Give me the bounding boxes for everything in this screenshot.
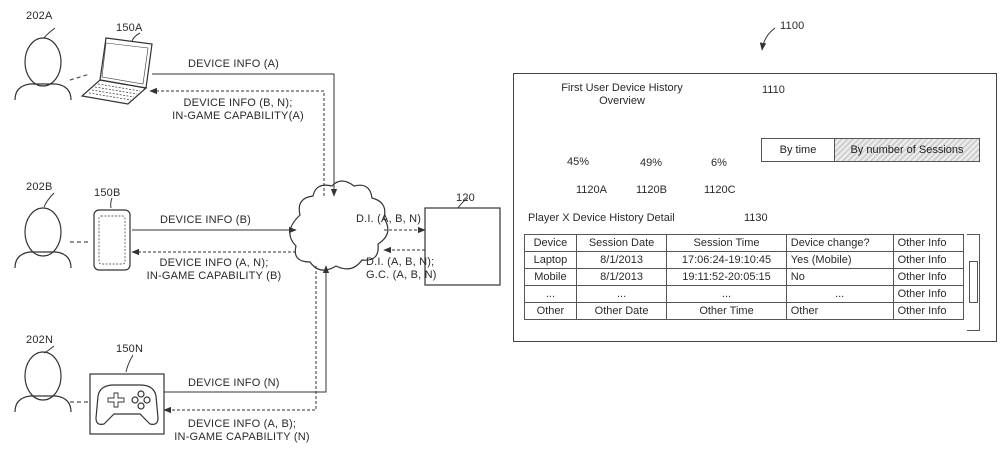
table-cell: No [785,268,894,286]
device-150a-label: 150A [116,22,143,34]
table-row[interactable]: Mobile 8/1/2013 19:11:52-20:05:15 No Oth… [524,268,965,286]
device-150b-label: 150B [94,187,121,199]
by-time-toggle[interactable]: By time [762,139,835,161]
user-202a-label: 202A [26,10,53,22]
column-header: Device [524,234,577,252]
table-cell: Other Info [892,302,965,320]
table-cell: 8/1/2013 [575,268,668,286]
arrow-device-info-ab [163,266,317,414]
label-device-info-ab: DEVICE INFO (A, B); [187,418,297,430]
detail-ref: 1130 [744,212,768,224]
device-history-table: Device Session Date Session Time Device … [524,234,965,320]
overview-title-line2: Overview [599,95,645,107]
label-in-game-capability-n: IN-GAME CAPABILITY (N) [174,431,310,443]
table-cell: ... [785,285,894,303]
label-gc-from-server: G.C. (A, B, N) [366,269,437,281]
label-device-info-an: DEVICE INFO (A, N); [159,257,269,269]
gamepad-ref: 1120C [704,184,736,196]
label-device-info-b: DEVICE INFO (B) [160,214,252,226]
column-header: Session Date [575,234,668,252]
table-cell: 8/1/2013 [575,251,668,269]
by-sessions-toggle[interactable]: By number of Sessions [835,139,979,161]
table-cell: Other Info [892,285,965,303]
user-202b-label: 202B [26,181,53,193]
label-di-from-server: D.I. (A, B, N); [366,256,435,268]
server-label: 120 [456,192,475,204]
table-scrollbar[interactable] [967,234,980,331]
device-150n-label: 150N [116,343,144,355]
table-row[interactable]: ... ... ... ... Other Info [524,285,965,303]
mobile-percent: 49% [639,157,663,169]
table-cell: 17:06:24-19:10:45 [666,251,787,269]
figure-number: 1100 [780,20,805,32]
label-device-info-a: DEVICE INFO (A) [188,58,280,70]
table-row[interactable]: Laptop 8/1/2013 17:06:24-19:10:45 Yes (M… [524,251,965,269]
table-cell: ... [666,285,787,303]
column-header: Other Info [892,234,965,252]
column-header: Device change? [785,234,894,252]
table-cell: 19:11:52-20:05:15 [666,268,787,286]
table-cell: Other Time [666,302,787,320]
laptop-percent: 45% [566,156,590,168]
arrow-device-info-a [152,73,338,197]
gamepad-150n-icon [89,373,165,435]
server-120-box [424,207,501,286]
table-cell: ... [575,285,668,303]
table-cell: Yes (Mobile) [785,251,894,269]
user-202a-figure [14,37,72,101]
label-in-game-capability-b: IN-GAME CAPABILITY (B) [146,270,282,282]
table-cell: Other [785,302,894,320]
table-cell: Other Info [892,251,965,269]
table-cell: Mobile [524,268,577,286]
table-cell: Other Date [575,302,668,320]
mobile-ref: 1120B [636,184,667,196]
label-device-info-bn: DEVICE INFO (B, N); [183,97,293,109]
table-cell: Other [524,302,577,320]
arrow-device-info-n [164,265,330,393]
table-cell: ... [524,285,577,303]
laptop-150a-icon [80,37,153,105]
detail-title: Player X Device History Detail [528,212,675,224]
overview-ref: 1110 [762,84,785,96]
user-202n-label: 202N [26,334,54,346]
network-cloud-icon [289,180,389,271]
device-history-panel: First User Device History Overview 1110 … [513,73,997,342]
table-cell: Laptop [524,251,577,269]
column-header: Session Time [666,234,787,252]
table-row[interactable]: Other Other Date Other Time Other Other … [524,302,965,320]
laptop-ref: 1120A [576,184,607,196]
label-di-to-server: D.I. (A, B, N) [356,213,422,225]
gamepad-percent: 6% [711,157,727,169]
scrollbar-thumb[interactable] [969,261,978,303]
table-cell: Other Info [892,268,965,286]
arrow-device-info-bn [149,87,325,196]
overview-title: First User Device History [561,82,683,94]
user-202n-figure [14,351,72,413]
mobile-150b-icon [93,209,131,271]
user-202b-figure [14,207,72,269]
label-device-info-n: DEVICE INFO (N) [188,377,280,389]
table-header-row: Device Session Date Session Time Device … [524,234,965,252]
view-toggle: By time By number of Sessions [761,138,980,162]
label-in-game-capability-a: IN-GAME CAPABILITY(A) [172,110,304,122]
